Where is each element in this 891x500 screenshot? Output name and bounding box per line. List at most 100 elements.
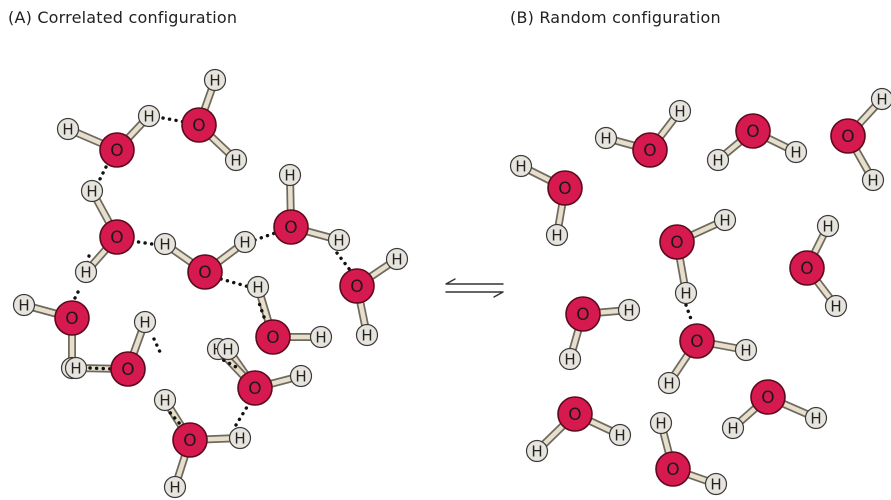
oxygen-label: O	[248, 379, 261, 399]
hydrogen-bond	[152, 337, 162, 354]
oxygen-label: O	[576, 305, 589, 325]
hydrogen-bond	[335, 251, 352, 272]
atom-layer: HHHHOHHOHHOHHOHHOHHOHHOHHOHHOHHOHHO	[12, 68, 409, 499]
oxygen-label: O	[266, 328, 279, 348]
oxygen-label: O	[841, 127, 854, 147]
hydrogen-atom	[385, 247, 409, 271]
hydrogen-bond	[684, 303, 694, 324]
hydrogen-atom	[153, 388, 177, 412]
hydrogen-atom	[74, 260, 98, 284]
hydrogen-atom	[704, 472, 728, 496]
oxygen-atom	[99, 219, 135, 255]
hydrogen-atom	[721, 416, 745, 440]
hydrogen-label: H	[710, 476, 721, 494]
oxygen-atom	[565, 296, 601, 332]
hydrogen-atom	[228, 426, 252, 450]
hydrogen-label: H	[680, 285, 691, 303]
hydrogen-atom	[233, 230, 257, 254]
oxygen-label: O	[121, 360, 134, 380]
hydrogen-label: H	[551, 227, 562, 245]
hydrogen-atom	[608, 423, 632, 447]
hydrogen-atom	[816, 214, 840, 238]
hydrogen-atom	[509, 154, 533, 178]
hydrogen-atom	[649, 411, 673, 435]
hydrogen-label: H	[727, 420, 738, 438]
oxygen-atom	[99, 132, 135, 168]
oxygen-atom	[339, 268, 375, 304]
hydrogen-bond	[73, 286, 82, 300]
oxygen-atom	[750, 379, 786, 415]
oxygen-atom	[255, 319, 291, 355]
hydrogen-label: H	[790, 144, 801, 162]
hydrogen-bond	[88, 366, 115, 371]
hydrogen-atom	[734, 338, 758, 362]
oxygen-atom	[830, 118, 866, 154]
hydrogen-label: H	[830, 298, 841, 316]
oxygen-label: O	[198, 263, 211, 283]
hydrogen-label: H	[655, 415, 666, 433]
oxygen-atom	[187, 254, 223, 290]
hydrogen-label: H	[62, 121, 73, 139]
correlated-configuration: HHHHOHHOHHOHHOHHOHHOHHOHHOHHOHHOHHO	[12, 68, 409, 499]
hydrogen-bond	[253, 231, 277, 242]
hydrogen-label: H	[600, 130, 611, 148]
hydrogen-label: H	[139, 314, 150, 332]
hydrogen-bond-layer	[684, 303, 694, 324]
hydrogen-label: H	[822, 218, 833, 236]
oxygen-atom	[659, 224, 695, 260]
hydrogen-label: H	[663, 375, 674, 393]
hydrogen-label: H	[70, 360, 81, 378]
hydrogen-bond	[130, 239, 154, 246]
hydrogen-label: H	[18, 297, 29, 315]
hydrogen-atom	[153, 232, 177, 256]
oxygen-label: O	[65, 309, 78, 329]
equilibrium-arrows	[445, 278, 504, 298]
oxygen-atom	[110, 351, 146, 387]
oxygen-label: O	[192, 116, 205, 136]
hydrogen-label: H	[230, 152, 241, 170]
hydrogen-bond	[234, 400, 252, 427]
hydrogen-atom	[668, 99, 692, 123]
hydrogen-label: H	[876, 91, 887, 109]
hydrogen-atom	[80, 179, 104, 203]
hydrogen-label: H	[719, 212, 730, 230]
hydrogen-label: H	[810, 410, 821, 428]
hydrogen-label: H	[222, 341, 233, 359]
hydrogen-label: H	[391, 251, 402, 269]
oxygen-atom	[273, 209, 309, 245]
hydrogen-atom	[137, 104, 161, 128]
hydrogen-label: H	[623, 302, 634, 320]
hydrogen-atom	[804, 406, 828, 430]
oxygen-atom	[54, 300, 90, 336]
hydrogen-atom	[327, 228, 351, 252]
oxygen-label: O	[690, 332, 703, 352]
hydrogen-label: H	[159, 392, 170, 410]
hydrogen-atom	[594, 126, 618, 150]
panel-a-title: (A) Correlated configuration	[8, 8, 238, 27]
oxygen-atom	[557, 396, 593, 432]
hydrogen-atom	[216, 337, 240, 361]
oxygen-atom	[547, 170, 583, 206]
oxygen-atom	[679, 323, 715, 359]
oxygen-atom	[735, 113, 771, 149]
hydrogen-atom	[824, 294, 848, 318]
hydrogen-atom	[674, 281, 698, 305]
oxygen-label: O	[558, 179, 571, 199]
oxygen-atom	[237, 370, 273, 406]
hydrogen-label: H	[284, 167, 295, 185]
oxygen-atom	[789, 250, 825, 286]
oxygen-atom	[172, 422, 208, 458]
hydrogen-atom	[278, 163, 302, 187]
hydrogen-label: H	[614, 427, 625, 445]
oxygen-label: O	[761, 388, 774, 408]
panel-b-title: (B) Random configuration	[510, 8, 721, 27]
hydrogen-atom	[657, 371, 681, 395]
hydrogen-label: H	[674, 103, 685, 121]
hydrogen-label: H	[159, 236, 170, 254]
hydrogen-label: H	[252, 279, 263, 297]
hydrogen-atom	[861, 168, 885, 192]
hydrogen-atom	[558, 347, 582, 371]
hydrogen-atom	[246, 275, 270, 299]
